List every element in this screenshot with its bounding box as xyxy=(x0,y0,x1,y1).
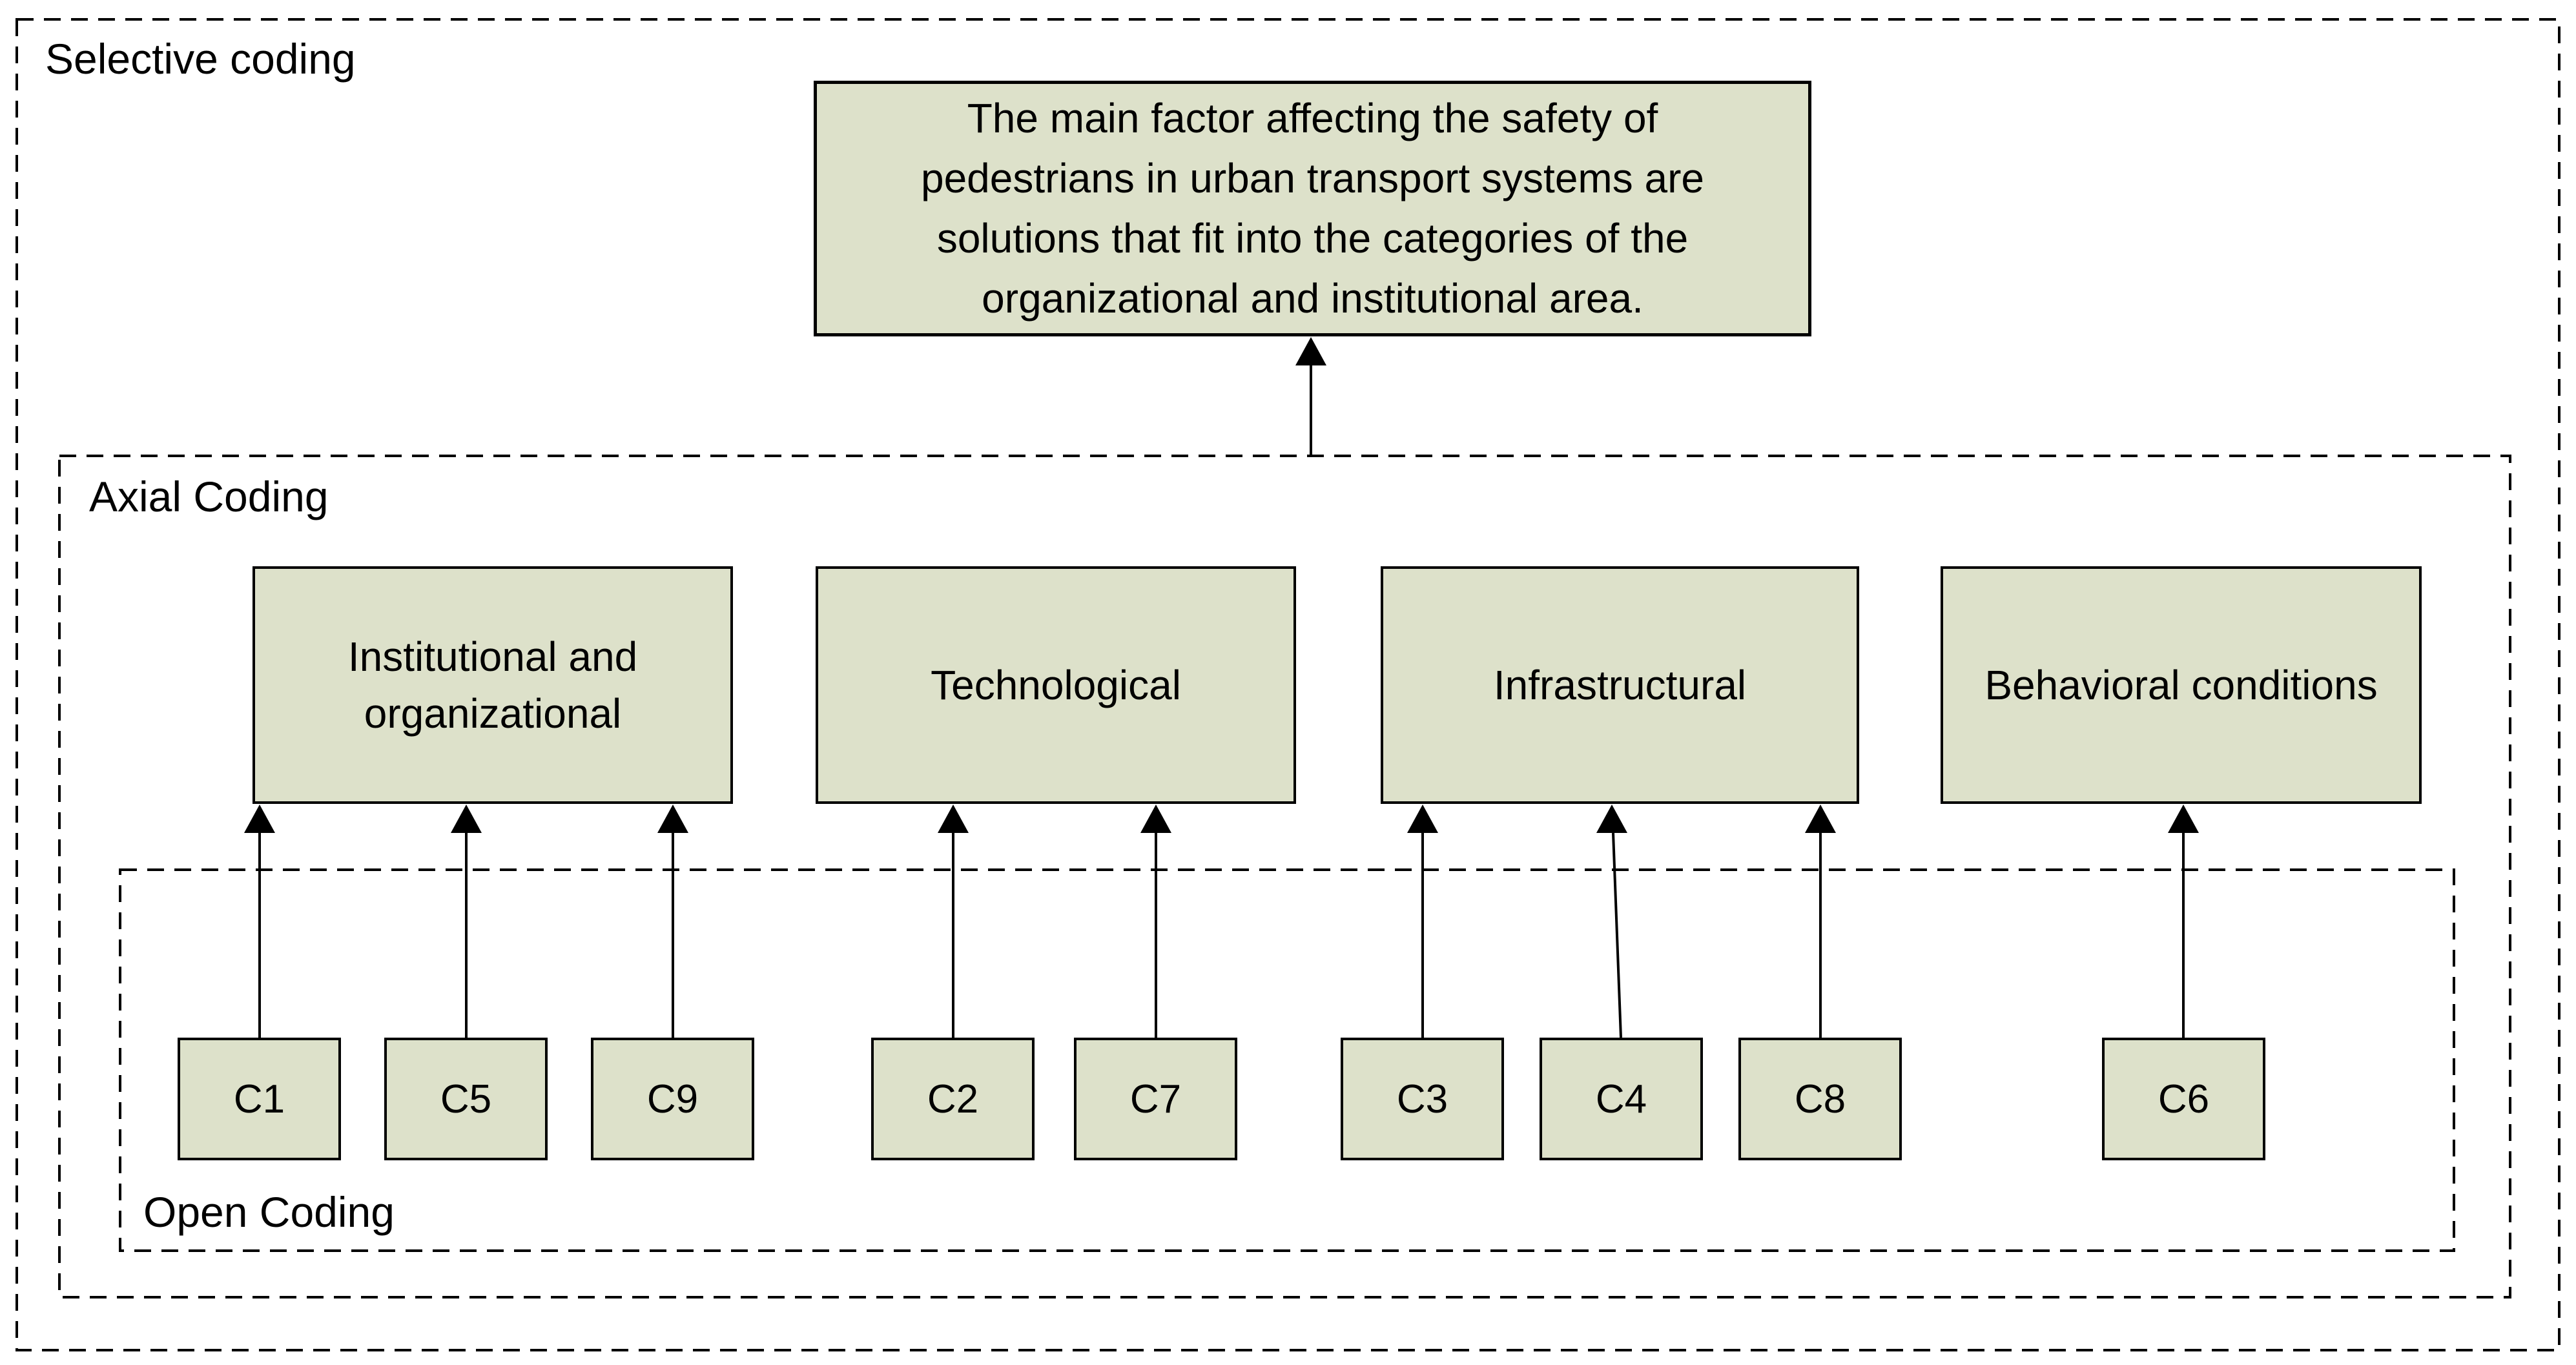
category-box-technological: Technological xyxy=(816,566,1296,804)
arrow-c1-to-institutional xyxy=(244,805,275,1038)
arrow-c5-to-institutional xyxy=(451,805,482,1038)
code-box-c6: C6 xyxy=(2102,1038,2265,1160)
core-category-text-line: pedestrians in urban transport systems a… xyxy=(920,155,1705,201)
category-box-behavioral: Behavioral conditions xyxy=(1941,566,2422,804)
core-category-text-line: organizational and institutional area. xyxy=(982,275,1643,322)
category-label: Institutional and organizational xyxy=(347,633,638,737)
core-category-text-line: solutions that fit into the categories o… xyxy=(936,215,1689,262)
code-box-c2: C2 xyxy=(871,1038,1035,1160)
code-box-c1: C1 xyxy=(178,1038,341,1160)
arrow-c6-to-behavioral xyxy=(2168,805,2199,1038)
core-category-box: The main factor affecting the safety of … xyxy=(814,81,1811,336)
code-box-c4: C4 xyxy=(1540,1038,1703,1160)
axial-coding-label: Axial Coding xyxy=(89,473,329,520)
code-box-c3: C3 xyxy=(1341,1038,1504,1160)
arrow-c9-to-institutional xyxy=(657,805,688,1038)
arrow-axial-to-core xyxy=(1295,337,1326,456)
arrow-c3-to-infrastructural xyxy=(1407,805,1438,1038)
category-box-infrastructural: Infrastructural xyxy=(1381,566,1859,804)
arrow-c4-to-infrastructural xyxy=(1596,805,1627,1038)
arrow-c7-to-technological xyxy=(1140,805,1171,1038)
category-box-institutional: Institutional and organizational xyxy=(252,566,733,804)
code-box-c9: C9 xyxy=(591,1038,754,1160)
category-label: Infrastructural xyxy=(1493,662,1747,708)
selective-coding-label: Selective coding xyxy=(45,35,356,83)
open-coding-label: Open Coding xyxy=(143,1188,395,1236)
arrow-c8-to-infrastructural xyxy=(1805,805,1836,1038)
code-box-c7: C7 xyxy=(1074,1038,1237,1160)
code-box-c8: C8 xyxy=(1738,1038,1902,1160)
category-label: Behavioral conditions xyxy=(1984,662,2378,708)
category-label: Technological xyxy=(931,662,1181,708)
code-box-c5: C5 xyxy=(384,1038,548,1160)
core-category-text-line: The main factor affecting the safety of xyxy=(967,95,1658,141)
arrow-c2-to-technological xyxy=(938,805,969,1038)
